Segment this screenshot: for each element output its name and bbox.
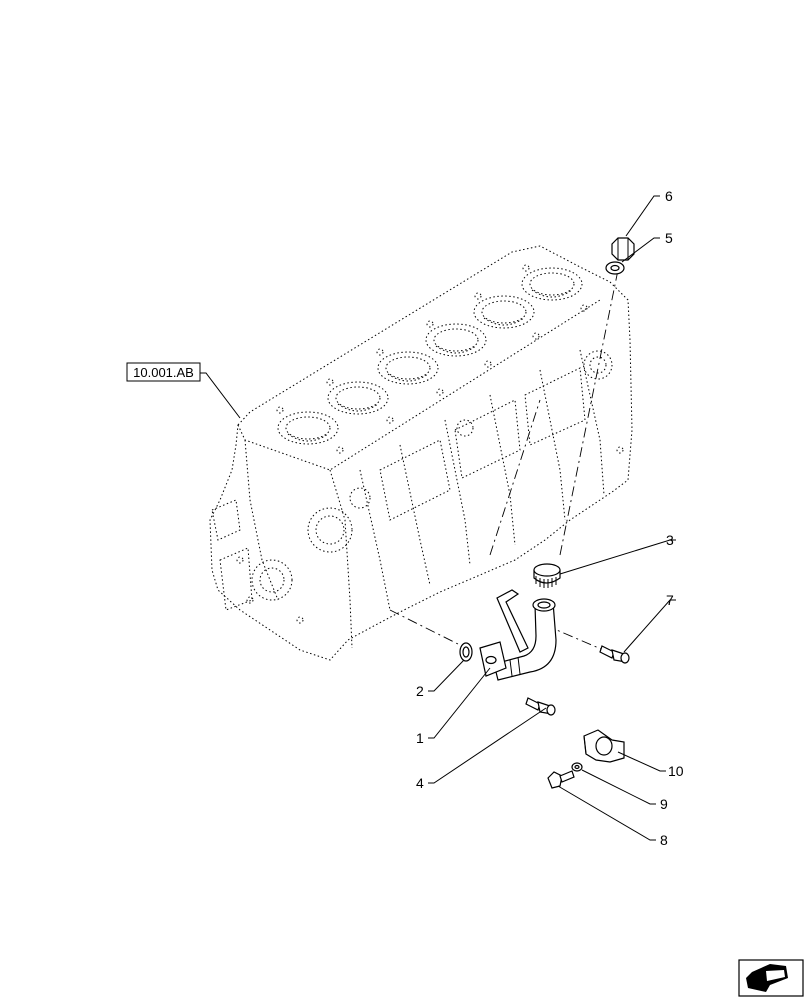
callout-3: 3 [666,532,674,548]
callout-10: 10 [668,763,684,779]
pipe-clamp-part-10 [583,729,625,763]
washer-part-9 [571,762,583,772]
breather-cap-part-3 [533,563,561,588]
callout-5: 5 [665,230,673,246]
reference-label: 10.001.AB [133,365,194,380]
callout-2: 2 [416,683,424,699]
bolt-part-4 [525,697,556,716]
callout-6: 6 [665,188,673,204]
screw-part-8 [547,770,575,789]
breather-pipe-part-1 [479,589,557,681]
callout-4: 4 [416,775,424,791]
callout-9: 9 [660,796,668,812]
plug-screw-part-6 [611,237,635,261]
leader-lines [200,195,676,841]
engine-block-drawing [209,245,633,661]
reference-label-box[interactable]: 10.001.AB [126,362,201,382]
assembly-centerlines [389,269,619,653]
o-ring-part-2 [459,642,473,662]
callout-1: 1 [416,730,424,746]
sealing-washer-part-5 [605,261,625,275]
callout-7: 7 [666,592,674,608]
previous-page-arrow-icon[interactable] [738,959,804,997]
callout-8: 8 [660,832,668,848]
callout-numbers: 6 5 3 7 2 1 4 10 9 8 [416,188,684,848]
bolt-part-7 [599,645,630,664]
